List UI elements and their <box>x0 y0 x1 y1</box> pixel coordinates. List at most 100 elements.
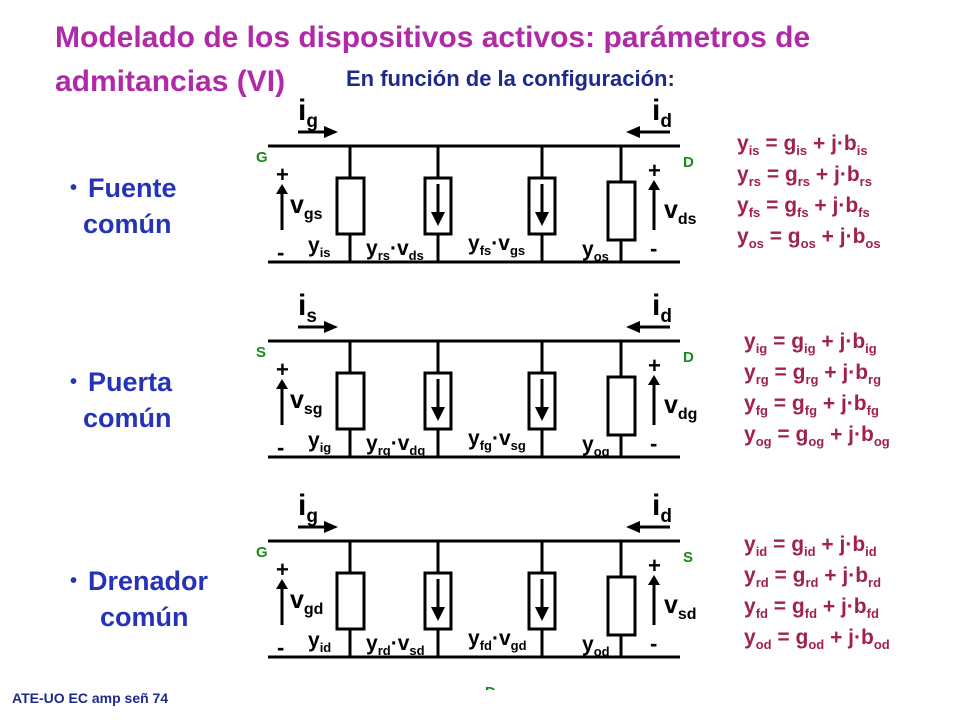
admittance-equation: yfs = gfs + j·bfs <box>737 194 870 221</box>
plus-sign: + <box>276 557 289 582</box>
arrow-down-icon <box>431 607 445 621</box>
arrow-head-icon <box>626 521 640 533</box>
output-admittance-label: yos <box>582 238 609 264</box>
right-node-label: S <box>683 549 693 566</box>
output-admittance-box <box>606 180 637 242</box>
equations-common-gate: yig = gig + j·big yrg = grg + j·brg yfg = … <box>744 330 890 454</box>
arrow-head-icon <box>324 126 338 138</box>
bottom-node-label: S <box>485 289 495 290</box>
plus-sign: + <box>276 162 289 187</box>
arrow-head-icon <box>324 521 338 533</box>
bottom-node-label: D <box>485 684 496 690</box>
output-current-label: id <box>652 489 672 527</box>
admittance-equation: yrs = grs + j·brs <box>737 163 872 190</box>
input-voltage-label: vgd <box>290 586 323 618</box>
admittance-equation: yfg = gfg + j·bfg <box>744 392 879 419</box>
forward-source-label: yfd·vgd <box>468 627 527 653</box>
bullet-icon: • <box>70 371 78 393</box>
minus-sign: - <box>650 431 657 456</box>
arrow-up-icon <box>648 375 660 385</box>
arrow-up-icon <box>648 575 660 585</box>
arrow-down-icon <box>535 212 549 226</box>
plus-sign: + <box>648 353 661 378</box>
arrow-head-icon <box>324 321 338 333</box>
forward-source-label: yfs·vgs <box>468 232 525 258</box>
admittance-equation: yog = gog + j·bog <box>744 423 890 450</box>
plus-sign: + <box>648 158 661 183</box>
plus-sign: + <box>648 553 661 578</box>
arrow-up-icon <box>276 579 288 589</box>
arrow-down-icon <box>431 407 445 421</box>
config-label-common-source: • Fuente común <box>70 170 177 242</box>
input-admittance-label: yig <box>308 429 331 455</box>
input-admittance-box <box>335 571 366 631</box>
admittance-equation: yrg = grg + j·brg <box>744 361 882 388</box>
admittance-equation: yig = gig + j·big <box>744 330 877 357</box>
output-admittance-label: yog <box>582 433 610 459</box>
arrow-up-icon <box>276 379 288 389</box>
left-node-label: G <box>256 149 268 166</box>
input-current-label: ig <box>298 94 318 132</box>
reverse-source-label: yrg·vdg <box>366 432 425 458</box>
forward-source-label: yfg·vsg <box>468 427 526 453</box>
config-label-common-gate: • Puerta común <box>70 364 173 436</box>
bullet-icon: • <box>70 570 78 592</box>
output-admittance-label: yod <box>582 633 610 659</box>
admittance-equation: yid = gid + j·bid <box>744 533 877 560</box>
admittance-equation: yis = gis + j·bis <box>737 132 868 159</box>
bullet-icon: • <box>70 177 78 199</box>
arrow-down-icon <box>535 607 549 621</box>
left-node-label: S <box>256 344 266 361</box>
input-admittance-label: yid <box>308 629 331 655</box>
input-current-label: ig <box>298 489 318 527</box>
config-label-line2: común <box>83 209 172 239</box>
output-current-label: id <box>652 289 672 327</box>
config-label-line1: Drenador <box>88 566 209 596</box>
config-label-common-drain: • Drenador común <box>70 563 209 635</box>
input-admittance-box <box>335 371 366 431</box>
equations-common-drain: yid = gid + j·bid yrd = grd + j·brd yfd = … <box>744 533 890 657</box>
output-current-label: id <box>652 94 672 132</box>
minus-sign: - <box>277 635 284 660</box>
subtitle: En función de la configuración: <box>346 66 675 91</box>
input-admittance-box <box>335 176 366 236</box>
right-node-label: D <box>683 154 694 171</box>
output-voltage-label: vsd <box>664 591 697 623</box>
arrow-down-icon <box>535 407 549 421</box>
arrow-up-icon <box>276 184 288 194</box>
reverse-source-label: yrd·vsd <box>366 632 425 658</box>
slide-footer: ATE-UO EC amp señ 74 <box>12 690 169 706</box>
page-title: Modelado de los dispositivos activos: pa… <box>55 21 811 98</box>
left-node-label: G <box>256 544 268 561</box>
config-label-line1: Fuente <box>88 173 177 203</box>
admittance-equation: yos = gos + j·bos <box>737 225 881 252</box>
config-label-line2: común <box>83 403 172 433</box>
reverse-source-label: yrs·vds <box>366 237 424 263</box>
admittance-equation: yrd = grd + j·brd <box>744 564 882 591</box>
config-label-line1: Puerta <box>88 367 173 397</box>
minus-sign: - <box>277 435 284 460</box>
admittance-equation: yfd = gfd + j·bfd <box>744 595 879 622</box>
output-admittance-box <box>606 575 637 637</box>
arrow-head-icon <box>626 321 640 333</box>
arrow-down-icon <box>431 212 445 226</box>
arrow-head-icon <box>626 126 640 138</box>
output-voltage-label: vdg <box>664 391 697 423</box>
plus-sign: + <box>276 357 289 382</box>
input-admittance-label: yis <box>308 234 331 260</box>
minus-sign: - <box>277 240 284 265</box>
output-voltage-label: vds <box>664 196 697 228</box>
input-voltage-label: vsg <box>290 386 323 418</box>
equations-common-source: yis = gis + j·bis yrs = grs + j·brs yfs = … <box>737 132 881 256</box>
minus-sign: - <box>650 631 657 656</box>
admittance-equation: yod = god + j·bod <box>744 626 890 653</box>
minus-sign: - <box>650 236 657 261</box>
config-label-line2: común <box>100 602 189 632</box>
output-admittance-box <box>606 375 637 437</box>
input-voltage-label: vgs <box>290 191 323 223</box>
input-current-label: is <box>298 289 317 327</box>
arrow-up-icon <box>648 180 660 190</box>
